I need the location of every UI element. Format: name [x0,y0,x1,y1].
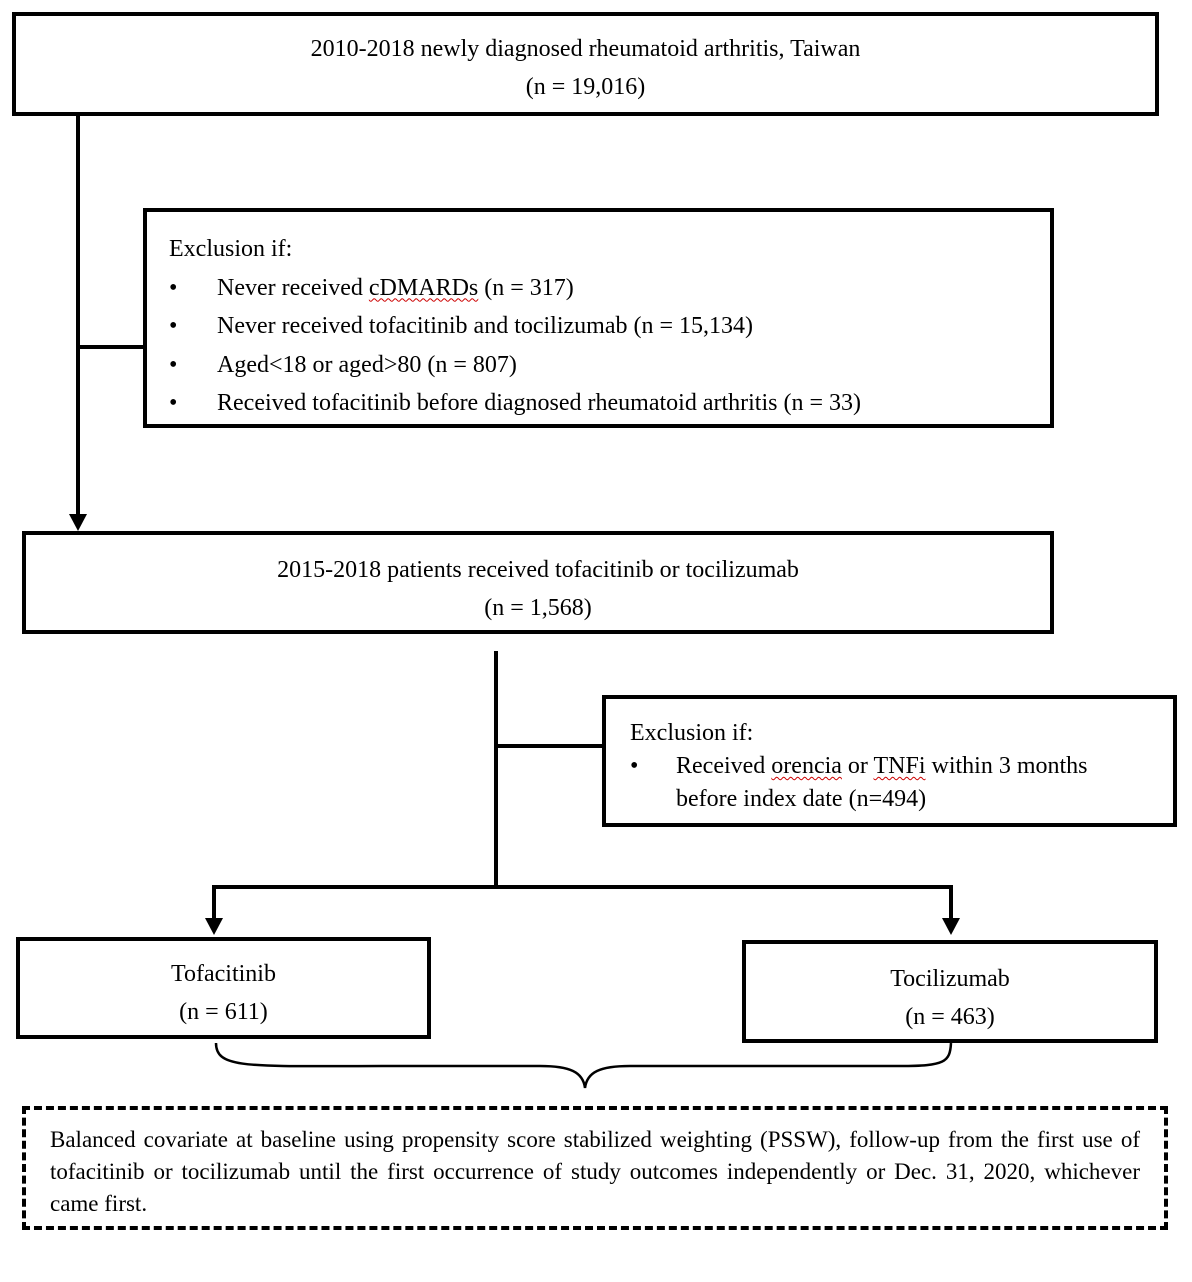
spellcheck-underlined-term: orencia [771,753,842,779]
exclusion-1-item: • Aged<18 or aged>80 (n = 807) [169,346,1050,385]
bottom-note-box: Balanced covariate at baseline using pro… [22,1106,1168,1230]
exclusion-1-item: • Received tofacitinib before diagnosed … [169,384,1050,423]
tocilizumab-label: Tocilizumab [890,966,1010,992]
bullet-icon: • [630,753,639,779]
connector-right-drop [949,885,953,921]
exclusion-1-title: Exclusion if: [169,236,293,262]
bullet-icon: • [169,351,178,378]
bullet-icon: • [169,390,178,416]
middle-cohort-title: 2015-2018 patients received tofacitinib … [277,557,799,583]
tofacitinib-box: Tofacitinib (n = 611) [16,937,431,1039]
connector-exclusion2-branch [496,744,604,748]
bullet-icon: • [169,274,178,301]
connector-exclusion1-branch [78,345,145,349]
exclusion-box-2: Exclusion if: • Received orencia or TNFi… [602,695,1177,827]
top-cohort-count: (n = 19,016) [525,74,646,100]
middle-cohort-box: 2015-2018 patients received tofacitinib … [22,531,1054,634]
spellcheck-underlined-term: TNFi [873,753,926,779]
exclusion-1-item: • Never received cDMARDs (n = 317) [169,269,1050,308]
middle-cohort-count: (n = 1,568) [484,595,592,621]
tocilizumab-box: Tocilizumab (n = 463) [742,940,1158,1043]
exclusion-2-item: • Received orencia or TNFi within 3 mont… [630,750,1173,816]
tocilizumab-count: (n = 463) [905,1004,995,1030]
tofacitinib-label: Tofacitinib [171,961,276,987]
connector-top-vertical [76,116,80,516]
bottom-note-text: Balanced covariate at baseline using pro… [50,1127,1140,1216]
spellcheck-underlined-term: cDMARDs [368,274,479,301]
connector-split-horizontal [212,885,953,889]
top-cohort-title: 2010-2018 newly diagnosed rheumatoid art… [310,36,861,62]
exclusion-2-title: Exclusion if: [630,720,754,746]
connector-left-drop [212,885,216,921]
exclusion-box-1: Exclusion if: • Never received cDMARDs (… [143,208,1054,428]
arrow-to-middle-box [69,514,87,531]
connector-middle-vertical [494,651,498,889]
arrow-to-tofacitinib [205,918,223,935]
arrow-to-tocilizumab [942,918,960,935]
top-cohort-box: 2010-2018 newly diagnosed rheumatoid art… [12,12,1159,116]
bullet-icon: • [169,313,178,339]
tofacitinib-count: (n = 611) [179,999,268,1025]
exclusion-1-item: • Never received tofacitinib and tociliz… [169,307,1050,346]
